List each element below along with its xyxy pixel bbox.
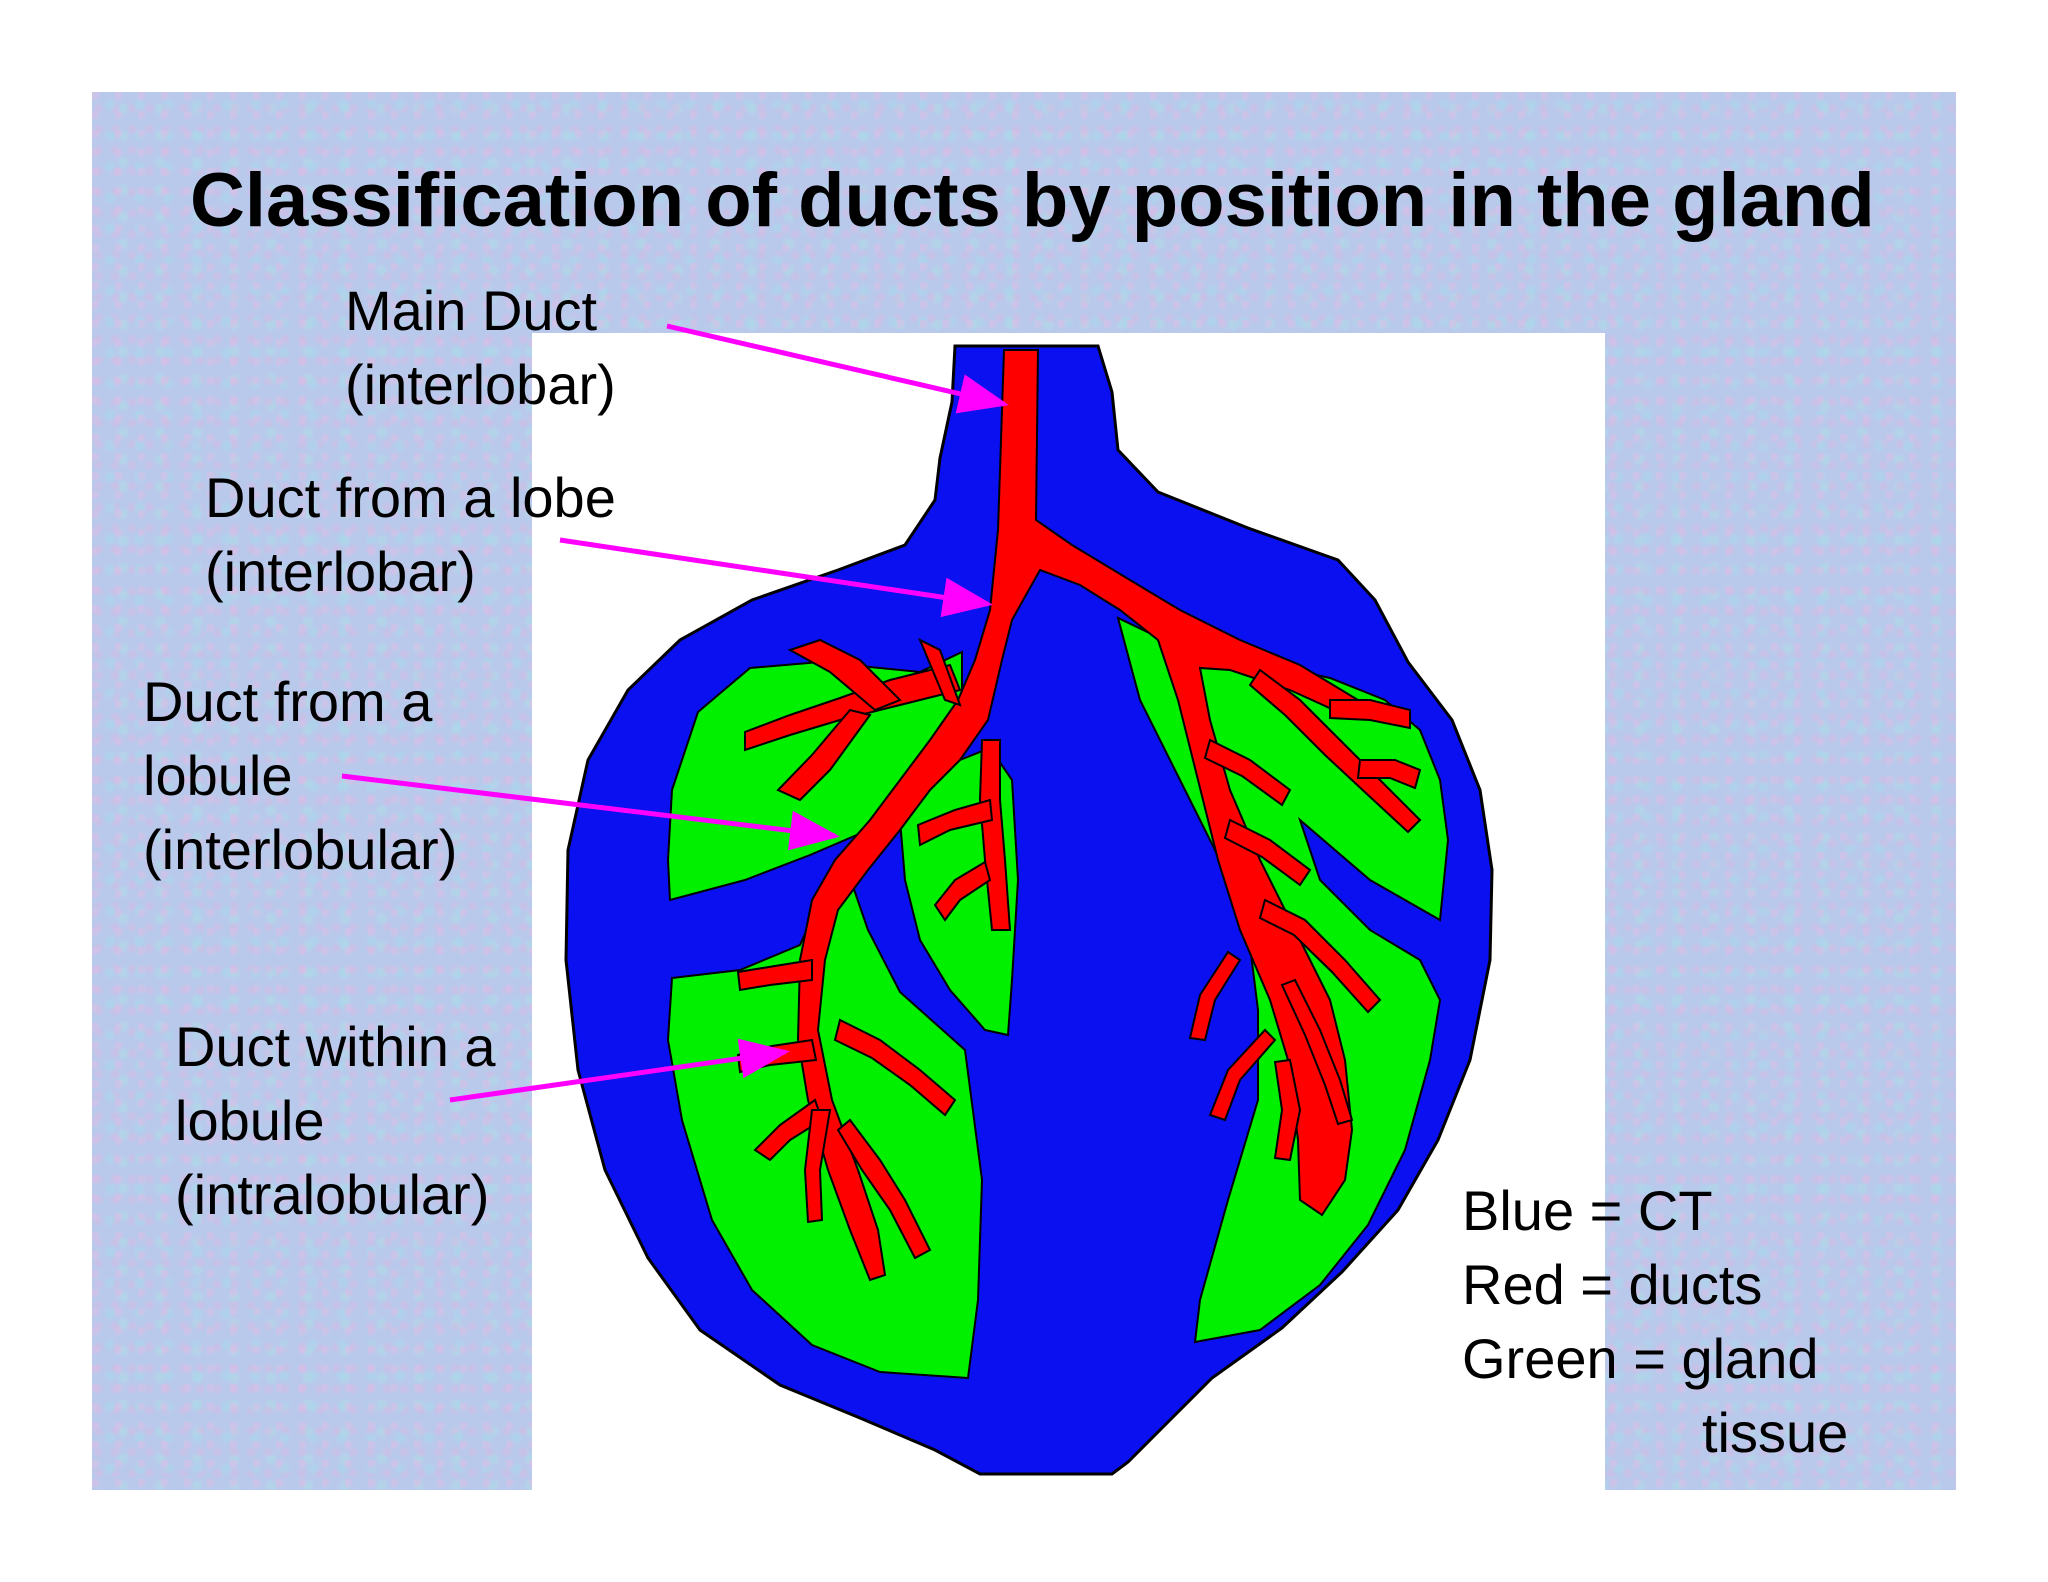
duct-branch bbox=[1280, 978, 1354, 1126]
label-main-duct-line1: Main Duct bbox=[345, 279, 598, 342]
label-within-lobule-duct-line2: lobule bbox=[175, 1089, 325, 1152]
duct-tree bbox=[736, 349, 1422, 1282]
duct-branch bbox=[803, 1109, 832, 1224]
duct-branch bbox=[1329, 699, 1411, 730]
legend-green: Green = gland bbox=[1462, 1327, 1819, 1390]
duct-branch bbox=[1208, 1028, 1277, 1122]
legend-blue: Blue = CT bbox=[1462, 1179, 1713, 1242]
duct-branch bbox=[833, 1018, 957, 1117]
arrow-lobe-duct bbox=[559, 537, 993, 618]
duct-branch bbox=[776, 708, 872, 802]
arrow-within-lobule-duct bbox=[449, 1038, 790, 1103]
pointer-arrows bbox=[341, 323, 1009, 1103]
color-legend: Blue = CT Red = ducts Green = gland tiss… bbox=[1462, 1174, 1848, 1470]
duct-branch bbox=[1223, 818, 1312, 887]
label-main-duct: Main Duct (interlobar) bbox=[345, 274, 616, 422]
label-lobule-duct-line1: Duct from a bbox=[143, 670, 433, 733]
slide-title: Classification of ducts by position in t… bbox=[190, 158, 1875, 243]
label-lobule-duct-line2: lobule bbox=[143, 744, 293, 807]
duct-branch bbox=[787, 638, 902, 712]
duct-branch bbox=[1203, 738, 1292, 807]
label-within-lobule-duct-line3: (intralobular) bbox=[175, 1163, 490, 1226]
label-lobe-duct-line2: (interlobar) bbox=[205, 540, 476, 603]
label-lobe-duct: Duct from a lobe (interlobar) bbox=[205, 461, 616, 609]
label-lobule-duct: Duct from a lobule (interlobular) bbox=[143, 665, 457, 887]
label-within-lobule-duct-line1: Duct within a bbox=[175, 1015, 496, 1078]
legend-red: Red = ducts bbox=[1462, 1253, 1763, 1316]
duct-branch bbox=[1273, 1058, 1302, 1162]
duct-branch bbox=[1356, 759, 1422, 790]
duct-branch bbox=[1258, 898, 1382, 1014]
duct-branch bbox=[736, 958, 813, 992]
label-lobule-duct-line3: (interlobular) bbox=[143, 818, 458, 881]
legend-green-cont: tissue bbox=[1702, 1401, 1849, 1464]
label-lobe-duct-line1: Duct from a lobe bbox=[205, 466, 616, 529]
duct-branch bbox=[933, 860, 992, 922]
label-main-duct-line2: (interlobar) bbox=[345, 353, 616, 416]
arrow-lobule-duct bbox=[341, 773, 840, 851]
duct-branch bbox=[836, 1118, 932, 1260]
duct-branch bbox=[1188, 950, 1242, 1042]
duct-branch bbox=[753, 1098, 824, 1162]
label-within-lobule-duct: Duct within a lobule (intralobular) bbox=[175, 1010, 496, 1232]
duct-branch bbox=[916, 798, 994, 847]
arrow-main-duct bbox=[666, 323, 1009, 414]
duct-branch bbox=[1248, 668, 1422, 834]
duct-branch bbox=[918, 637, 962, 707]
